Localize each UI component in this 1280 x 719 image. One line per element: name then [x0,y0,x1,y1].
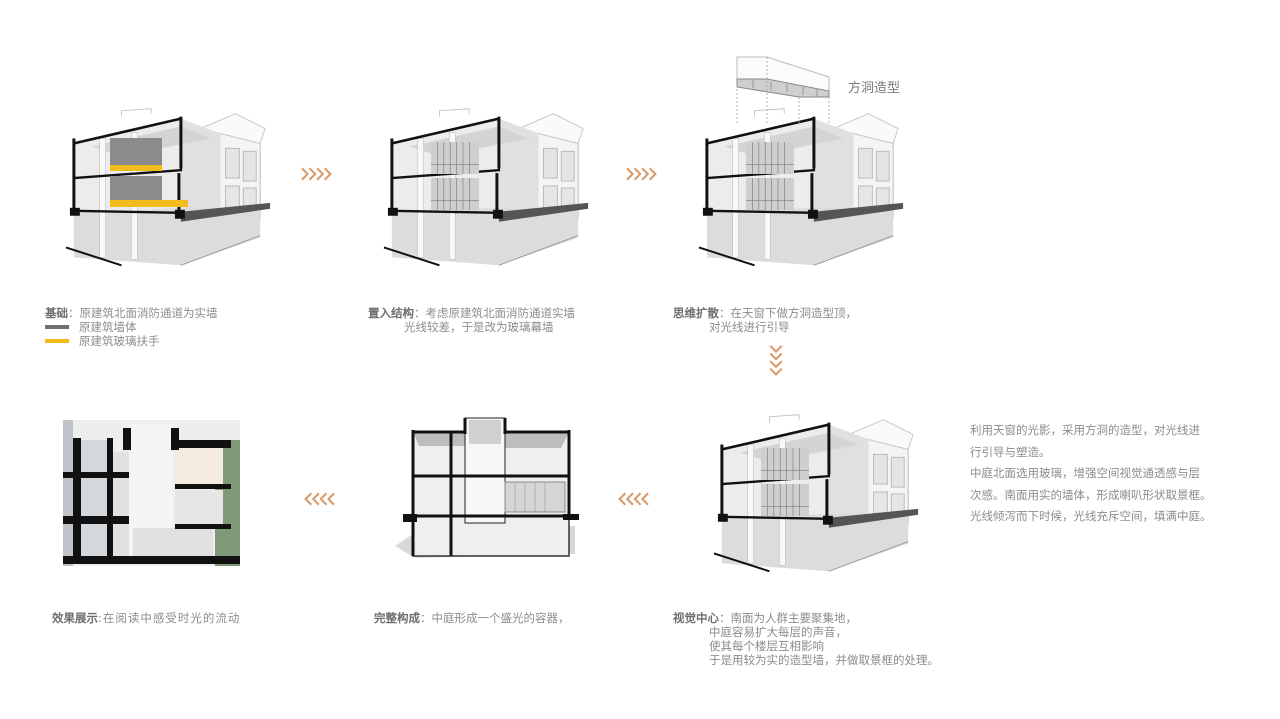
step1-line-1: 原建筑北面消防通道为实墙 [79,306,218,320]
description-line-1: 利用天窗的光影，采用方洞的造型，对光线进 [970,423,1200,437]
separator: ： [719,611,731,625]
step3-caption: 思维扩散：在天窗下做方洞造型顶， 对光线进行引导 [673,306,857,334]
step2-line-2: 光线较差，于是改为玻璃幕墙 [404,320,554,334]
square-hole-annotation: 方洞造型 [848,81,901,96]
glass-rail-lower [110,200,188,207]
step5-line-1: 中庭形成一个盛光的容器， [431,611,570,625]
chevron-down-icon [768,344,784,382]
step2-caption: 置入结构：考虑原建筑北面消防通道实墙 光线较差，于是改为玻璃幕墙 [368,306,575,334]
glass-rail-upper [110,165,162,171]
description-line-3: 中庭北面选用玻璃，增强空间视觉通透感与层 [970,466,1200,480]
step4-line-3: 使其每个楼层互相影响 [709,639,824,653]
chevron-left-icon [612,491,650,507]
step2-line-1: 考虑原建筑北面消防通道实墙 [425,306,576,320]
separator: ： [414,306,426,320]
step2-title: 置入结构 [368,306,414,320]
separator: ： [68,306,80,320]
step6-title: 效果展示 [52,611,98,625]
separator: ： [719,306,731,320]
step3-line-2: 对光线进行引导 [709,320,790,334]
step2-building-diagram [380,108,598,268]
legend-glass-rail: 原建筑玻璃扶手 [45,334,218,348]
step4-title: 视觉中心 [673,611,719,625]
legend-glass-rail-label: 原建筑玻璃扶手 [79,334,160,348]
step4-line-1: 南面为人群主要聚集地， [730,611,858,625]
separator: ： [420,611,432,625]
step1-title: 基础 [45,306,68,320]
step5-section-diagram [385,416,585,566]
design-description: 利用天窗的光影，采用方洞的造型，对光线进 行引导与塑造。 中庭北面选用玻璃，增强… [970,420,1225,528]
chevron-right-icon [300,166,338,182]
description-line-4: 次感。南面用实的墙体，形成喇叭形状取景框。 [970,487,1212,502]
step3-building-diagram [695,108,913,268]
step1-building-diagram [62,108,280,268]
legend-wall: 原建筑墙体 [45,320,218,334]
glass-rail-swatch [45,339,69,343]
step4-building-diagram [710,414,928,574]
step4-line-4: 于是用较为实的造型墙，并做取景框的处理。 [709,653,939,667]
step4-caption: 视觉中心：南面为人群主要聚集地， 中庭容易扩大每层的声音， 使其每个楼层互相影响… [673,611,939,667]
wall-swatch [45,325,69,329]
chevron-left-icon [298,491,336,507]
step6-caption: 效果展示:在阅读中感受时光的流动 [52,611,240,625]
step3-line-1: 在天窗下做方洞造型顶， [730,306,858,320]
square-hole-ceiling-model [733,55,833,125]
step5-title: 完整构成 [374,611,420,625]
step4-line-2: 中庭容易扩大每层的声音， [709,625,847,639]
step5-caption: 完整构成：中庭形成一个盛光的容器， [374,611,570,625]
existing-wall-lower [110,176,162,202]
existing-wall-upper [110,138,162,168]
description-line-2: 行引导与塑造。 [970,444,1051,459]
legend-wall-label: 原建筑墙体 [79,320,137,334]
step3-title: 思维扩散 [673,306,719,320]
chevron-right-icon [625,166,663,182]
separator: : [98,611,103,625]
description-line-5: 光线倾泻而下时候，光线充斥空间，填满中庭。 [970,509,1212,523]
step1-caption: 基础：原建筑北面消防通道为实墙 原建筑墙体 原建筑玻璃扶手 [45,306,218,348]
step6-line-1: 在阅读中感受时光的流动 [102,611,241,625]
step6-render-image [63,420,240,566]
